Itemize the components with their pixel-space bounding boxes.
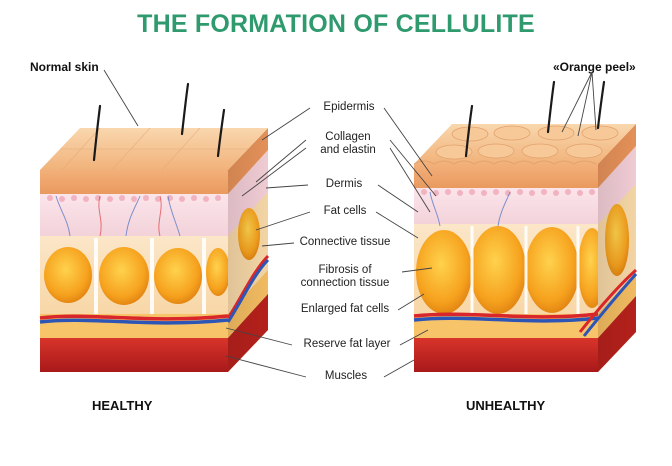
unhealthy-artery [413,312,599,319]
unhealthy-block [413,80,638,372]
unhealthy-label: UNHEALTHY [466,398,546,413]
healthy-fat-lobules [44,247,230,305]
leader-lines [103,69,597,378]
label-dermis: Dermis [325,178,363,190]
label-epidermis: Epidermis [323,101,375,113]
orange-peel-label: «Orange peel» [553,60,636,74]
unhealthy-vein [413,316,599,323]
label-connective-tissue: Connective tissue [299,236,391,248]
healthy-artery [39,314,229,321]
unhealthy-epidermis-front [414,164,598,188]
label-enlarged-fat: Enlarged fat cells [300,303,390,315]
label-collagen: Collagen and elastin [300,131,396,157]
healthy-block [39,82,270,372]
label-fibrosis: Fibrosis of connection tissue [288,264,402,290]
label-reserve-fat: Reserve fat layer [303,338,391,350]
healthy-hair-2 [180,82,190,136]
healthy-muscle-front [40,338,228,372]
normal-skin-label: Normal skin [30,60,99,74]
unhealthy-hair-1 [464,104,474,158]
unhealthy-muscle-front [414,338,598,372]
healthy-label: HEALTHY [92,398,153,413]
healthy-hair-3 [216,108,226,158]
diagram-title: THE FORMATION OF CELLULITE [137,10,535,38]
unhealthy-hair-3 [596,80,606,130]
label-muscles: Muscles [324,370,368,382]
label-collagen-text: Collagen and elastin [320,131,376,156]
unhealthy-hair-2 [546,80,556,134]
label-fat-cells: Fat cells [323,205,367,217]
healthy-epidermis-front [40,170,228,194]
label-fibrosis-text: Fibrosis of connection tissue [300,264,390,289]
healthy-hair-1 [92,104,102,162]
healthy-vein [39,318,229,325]
